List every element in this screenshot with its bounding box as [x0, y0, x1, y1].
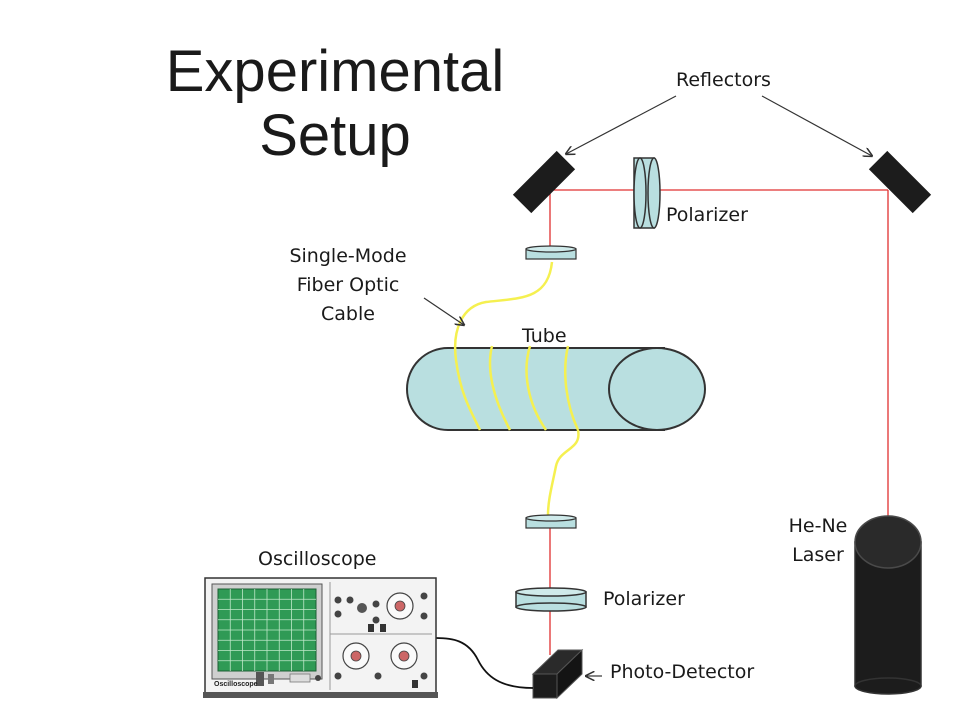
fiber-label-line-2: Fiber Optic: [296, 274, 400, 296]
tube-end-cap: [608, 347, 706, 431]
fiber-label-line-3: Cable: [321, 303, 375, 325]
title-line-2: Setup: [259, 103, 411, 168]
reflector-right: [868, 150, 932, 214]
photo-detector: [531, 648, 584, 700]
scope-brand-text: Oscilloscope: [214, 681, 258, 688]
reflector-left: [512, 150, 576, 214]
fiber-coupler-top: [525, 245, 577, 260]
photo-detector-label: Photo-Detector: [610, 661, 755, 683]
laser-label-line-1: He-Ne: [788, 515, 848, 537]
title-line-1: Experimental: [165, 39, 505, 104]
fiber-arrow: [423, 297, 464, 325]
polarizer-bottom-label: Polarizer: [603, 588, 685, 610]
reflectors-label: Reflectors: [676, 69, 771, 91]
polarizer-top-label: Polarizer: [666, 204, 748, 226]
laser-beam: [549, 189, 889, 655]
laser-label: He-Ne Laser: [778, 512, 858, 570]
fiber-label: Single-Mode Fiber Optic Cable: [278, 242, 418, 329]
oscilloscope-label: Oscilloscope: [258, 548, 377, 570]
polarizer-top: [633, 157, 661, 229]
he-ne-laser: [854, 515, 922, 695]
laser-label-line-2: Laser: [792, 544, 844, 566]
reflector-arrow-left: [566, 95, 677, 154]
single-mode-fiber: [453, 261, 580, 516]
tube-label: Tube: [522, 325, 567, 347]
fiber-coupler-bottom: [525, 514, 577, 529]
scope-grid: [218, 589, 316, 671]
reflector-arrow-right: [761, 95, 872, 156]
polarizer-bottom: [515, 587, 587, 612]
page-title: Experimental Setup: [150, 40, 520, 168]
fiber-label-line-1: Single-Mode: [289, 245, 407, 267]
oscilloscope: [203, 577, 438, 698]
signal-cable: [435, 637, 534, 689]
